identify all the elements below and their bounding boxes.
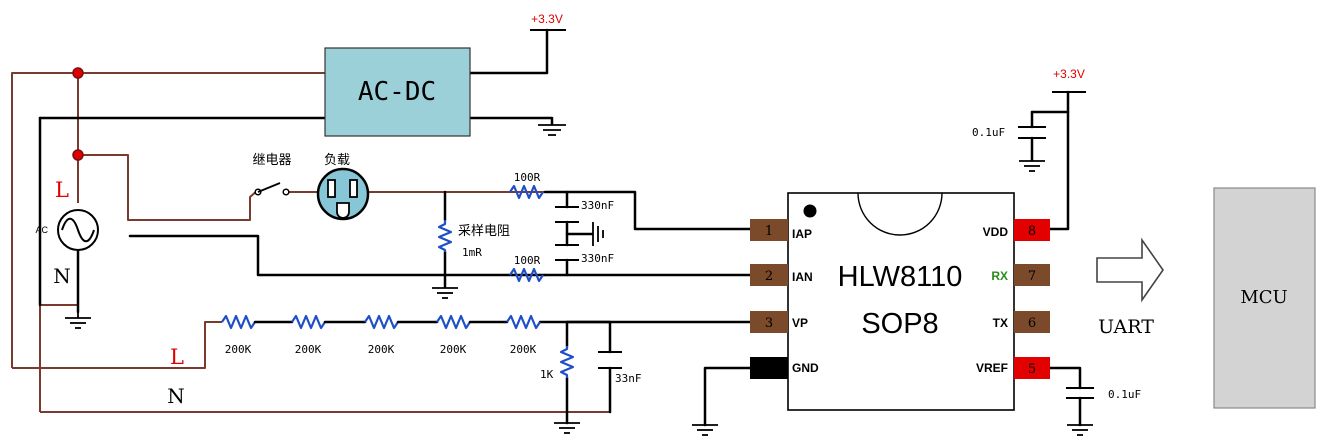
chip-pin-1: 1 IAP xyxy=(750,219,812,241)
shunt-label: 采样电阻 xyxy=(458,224,510,239)
pin-number: 7 xyxy=(1028,269,1036,284)
pin-label: RX xyxy=(991,269,1008,283)
chip-pin-gnd: GND xyxy=(750,357,819,379)
hlw8110-chip: HLW8110 SOP8 xyxy=(787,192,1015,411)
chip-pin-3: 3 VP xyxy=(750,311,808,333)
pin-label: IAN xyxy=(792,270,813,284)
pin-number: 2 xyxy=(765,269,773,284)
line-label-bottom: L xyxy=(170,345,184,369)
relay-label: 继电器 xyxy=(252,153,291,168)
mcu-block: MCU xyxy=(1213,187,1316,409)
ground-symbol xyxy=(65,312,91,329)
shunt-resistor xyxy=(437,220,453,252)
ac-label: AC xyxy=(35,225,48,235)
relay-switch xyxy=(254,182,290,196)
capacitor-330nf-top xyxy=(555,206,579,223)
supply-label: +3.3V xyxy=(1053,67,1085,81)
pin-label: VP xyxy=(792,316,808,330)
pin-number: 3 xyxy=(765,316,773,331)
supply-3v3-top: +3.3V xyxy=(530,12,566,31)
pin-label: VREF xyxy=(976,361,1008,375)
ground-symbol xyxy=(538,124,566,136)
resistor-100r-bottom xyxy=(509,267,544,283)
junction-dot xyxy=(72,67,84,79)
capacitor-label: 330nF xyxy=(581,252,614,265)
ground-symbol xyxy=(1067,424,1093,436)
capacitor-label: 0.1uF xyxy=(972,126,1005,139)
pin-number: 5 xyxy=(1028,362,1036,377)
resistor-label: 200K xyxy=(440,343,467,356)
ground-symbol xyxy=(554,422,580,434)
pin-number: 1 xyxy=(765,224,773,239)
uart-label: UART xyxy=(1098,316,1154,338)
black-wiring xyxy=(38,28,1082,427)
chip-package: SOP8 xyxy=(861,308,938,340)
supply-label: +3.3V xyxy=(531,12,563,26)
resistor-label: 200K xyxy=(225,343,252,356)
resistor-100r-top xyxy=(509,184,544,200)
pin-label: IAP xyxy=(792,227,812,241)
resistor-label: 200K xyxy=(510,343,537,356)
resistor-label: 100R xyxy=(514,254,541,267)
supply-3v3-chip: +3.3V xyxy=(1052,67,1086,93)
pin-label: TX xyxy=(993,316,1008,330)
mains-wiring xyxy=(11,72,610,413)
pin-number: 6 xyxy=(1028,316,1036,331)
ground-symbol xyxy=(592,222,604,246)
line-label-top: L xyxy=(55,178,69,202)
chip-pin-5: 5 VREF xyxy=(976,357,1050,379)
pin-label: GND xyxy=(792,361,819,375)
neutral-label-top: N xyxy=(53,264,71,288)
acdc-label: AC-DC xyxy=(358,77,436,107)
load-outlet-icon xyxy=(316,167,370,221)
junction-dot xyxy=(72,149,84,161)
pin-number: 8 xyxy=(1028,224,1036,239)
load-label: 负载 xyxy=(324,153,350,168)
uart-arrow-icon xyxy=(1096,237,1164,303)
capacitor-label: 330nF xyxy=(581,199,614,212)
ground-symbol xyxy=(692,424,718,436)
capacitor-330nf-bottom xyxy=(555,244,579,261)
chip-pin-6: 6 TX xyxy=(993,311,1050,333)
ground-symbol xyxy=(432,287,458,299)
resistor-label: 1K xyxy=(540,368,554,381)
neutral-label-bottom: N xyxy=(167,384,185,408)
acdc-module: AC-DC xyxy=(324,47,471,137)
chip-pin-8: 8 VDD xyxy=(983,219,1050,241)
shunt-value: 1mR xyxy=(462,246,482,259)
capacitor-label: 0.1uF xyxy=(1108,388,1141,401)
resistor-label: 200K xyxy=(295,343,322,356)
pin-label: VDD xyxy=(983,225,1009,239)
chip-pin-7: 7 RX xyxy=(991,264,1050,286)
ground-symbol xyxy=(1019,160,1045,172)
resistor-label: 100R xyxy=(514,171,541,184)
resistor-label: 200K xyxy=(368,343,395,356)
mcu-label: MCU xyxy=(1240,287,1287,308)
chip-pin-2: 2 IAN xyxy=(750,264,813,286)
capacitor-label: 33nF xyxy=(615,372,642,385)
capacitor-vdd xyxy=(1018,126,1046,139)
capacitor-vref xyxy=(1066,387,1094,399)
resistor-1k xyxy=(559,346,575,378)
resistor-chain xyxy=(221,314,541,330)
ac-source: AC xyxy=(35,209,99,251)
chip-name: HLW8110 xyxy=(838,261,963,293)
capacitor-33nf xyxy=(598,351,622,369)
